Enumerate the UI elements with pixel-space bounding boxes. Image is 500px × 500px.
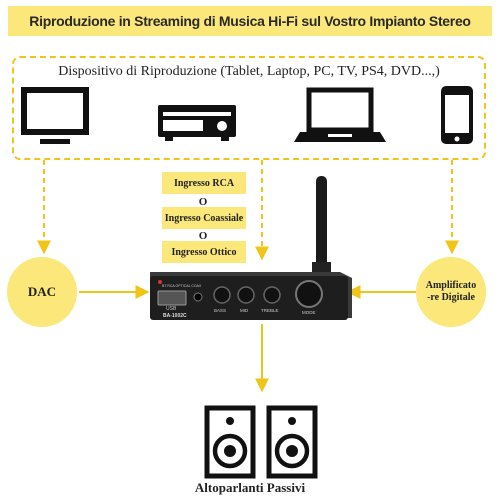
devices-box — [12, 56, 486, 160]
aux-port-icon — [193, 292, 203, 302]
amplifier-label-line2: -re Digitale — [427, 292, 475, 303]
power-led — [158, 280, 162, 284]
treble-knob-icon — [263, 286, 281, 304]
speakers-label: Altoparlanti Passivi — [194, 480, 306, 495]
model-label: BA-1002C — [163, 313, 187, 319]
laptop-icon — [294, 87, 386, 142]
antenna — [316, 176, 327, 272]
devices-title: Dispositivo di Riproduzione (Tablet, Lap… — [58, 64, 440, 79]
or-label-2: O — [198, 230, 208, 242]
knob-label-mid: MID — [240, 308, 249, 313]
amplifier-device: BT RCA OPTICAL COAX USB BA-1002C BASS MI… — [150, 176, 352, 320]
knob-label-bass: BASS — [214, 308, 226, 313]
amplifier-label-line1: Amplificato — [425, 280, 477, 291]
dvd-player-icon — [158, 105, 236, 141]
led-labels: BT RCA OPTICAL COAX — [162, 284, 202, 288]
mid-knob-icon — [237, 286, 255, 304]
speaker-left-icon — [204, 405, 256, 479]
dac-label: DAC — [27, 284, 57, 299]
smartphone-icon — [441, 86, 473, 144]
knob-label-treble: TREBLE — [261, 308, 279, 313]
header-banner: Riproduzione in Streaming di Musica Hi-F… — [8, 6, 492, 36]
dac-circle: DAC — [7, 257, 77, 327]
input-coax-label: Ingresso Coassiale — [162, 207, 246, 229]
connector-solid-lines — [79, 285, 416, 393]
input-rca-label: Ingresso RCA — [162, 172, 246, 194]
bass-knob-icon — [213, 286, 231, 304]
mode-knob-icon — [295, 280, 323, 308]
amplifier-circle: Amplificato -re Digitale — [416, 257, 486, 327]
usb-port-icon — [157, 290, 187, 306]
tv-icon — [21, 87, 89, 144]
page-title: Riproduzione in Streaming di Musica Hi-F… — [29, 13, 471, 29]
knob-label-mode: MODE — [302, 310, 316, 315]
or-label-1: O — [198, 196, 208, 208]
usb-label: USB — [166, 306, 177, 312]
input-optical-label: Ingresso Ottico — [162, 241, 246, 263]
connector-lines — [37, 160, 459, 261]
speaker-right-icon — [266, 405, 318, 479]
